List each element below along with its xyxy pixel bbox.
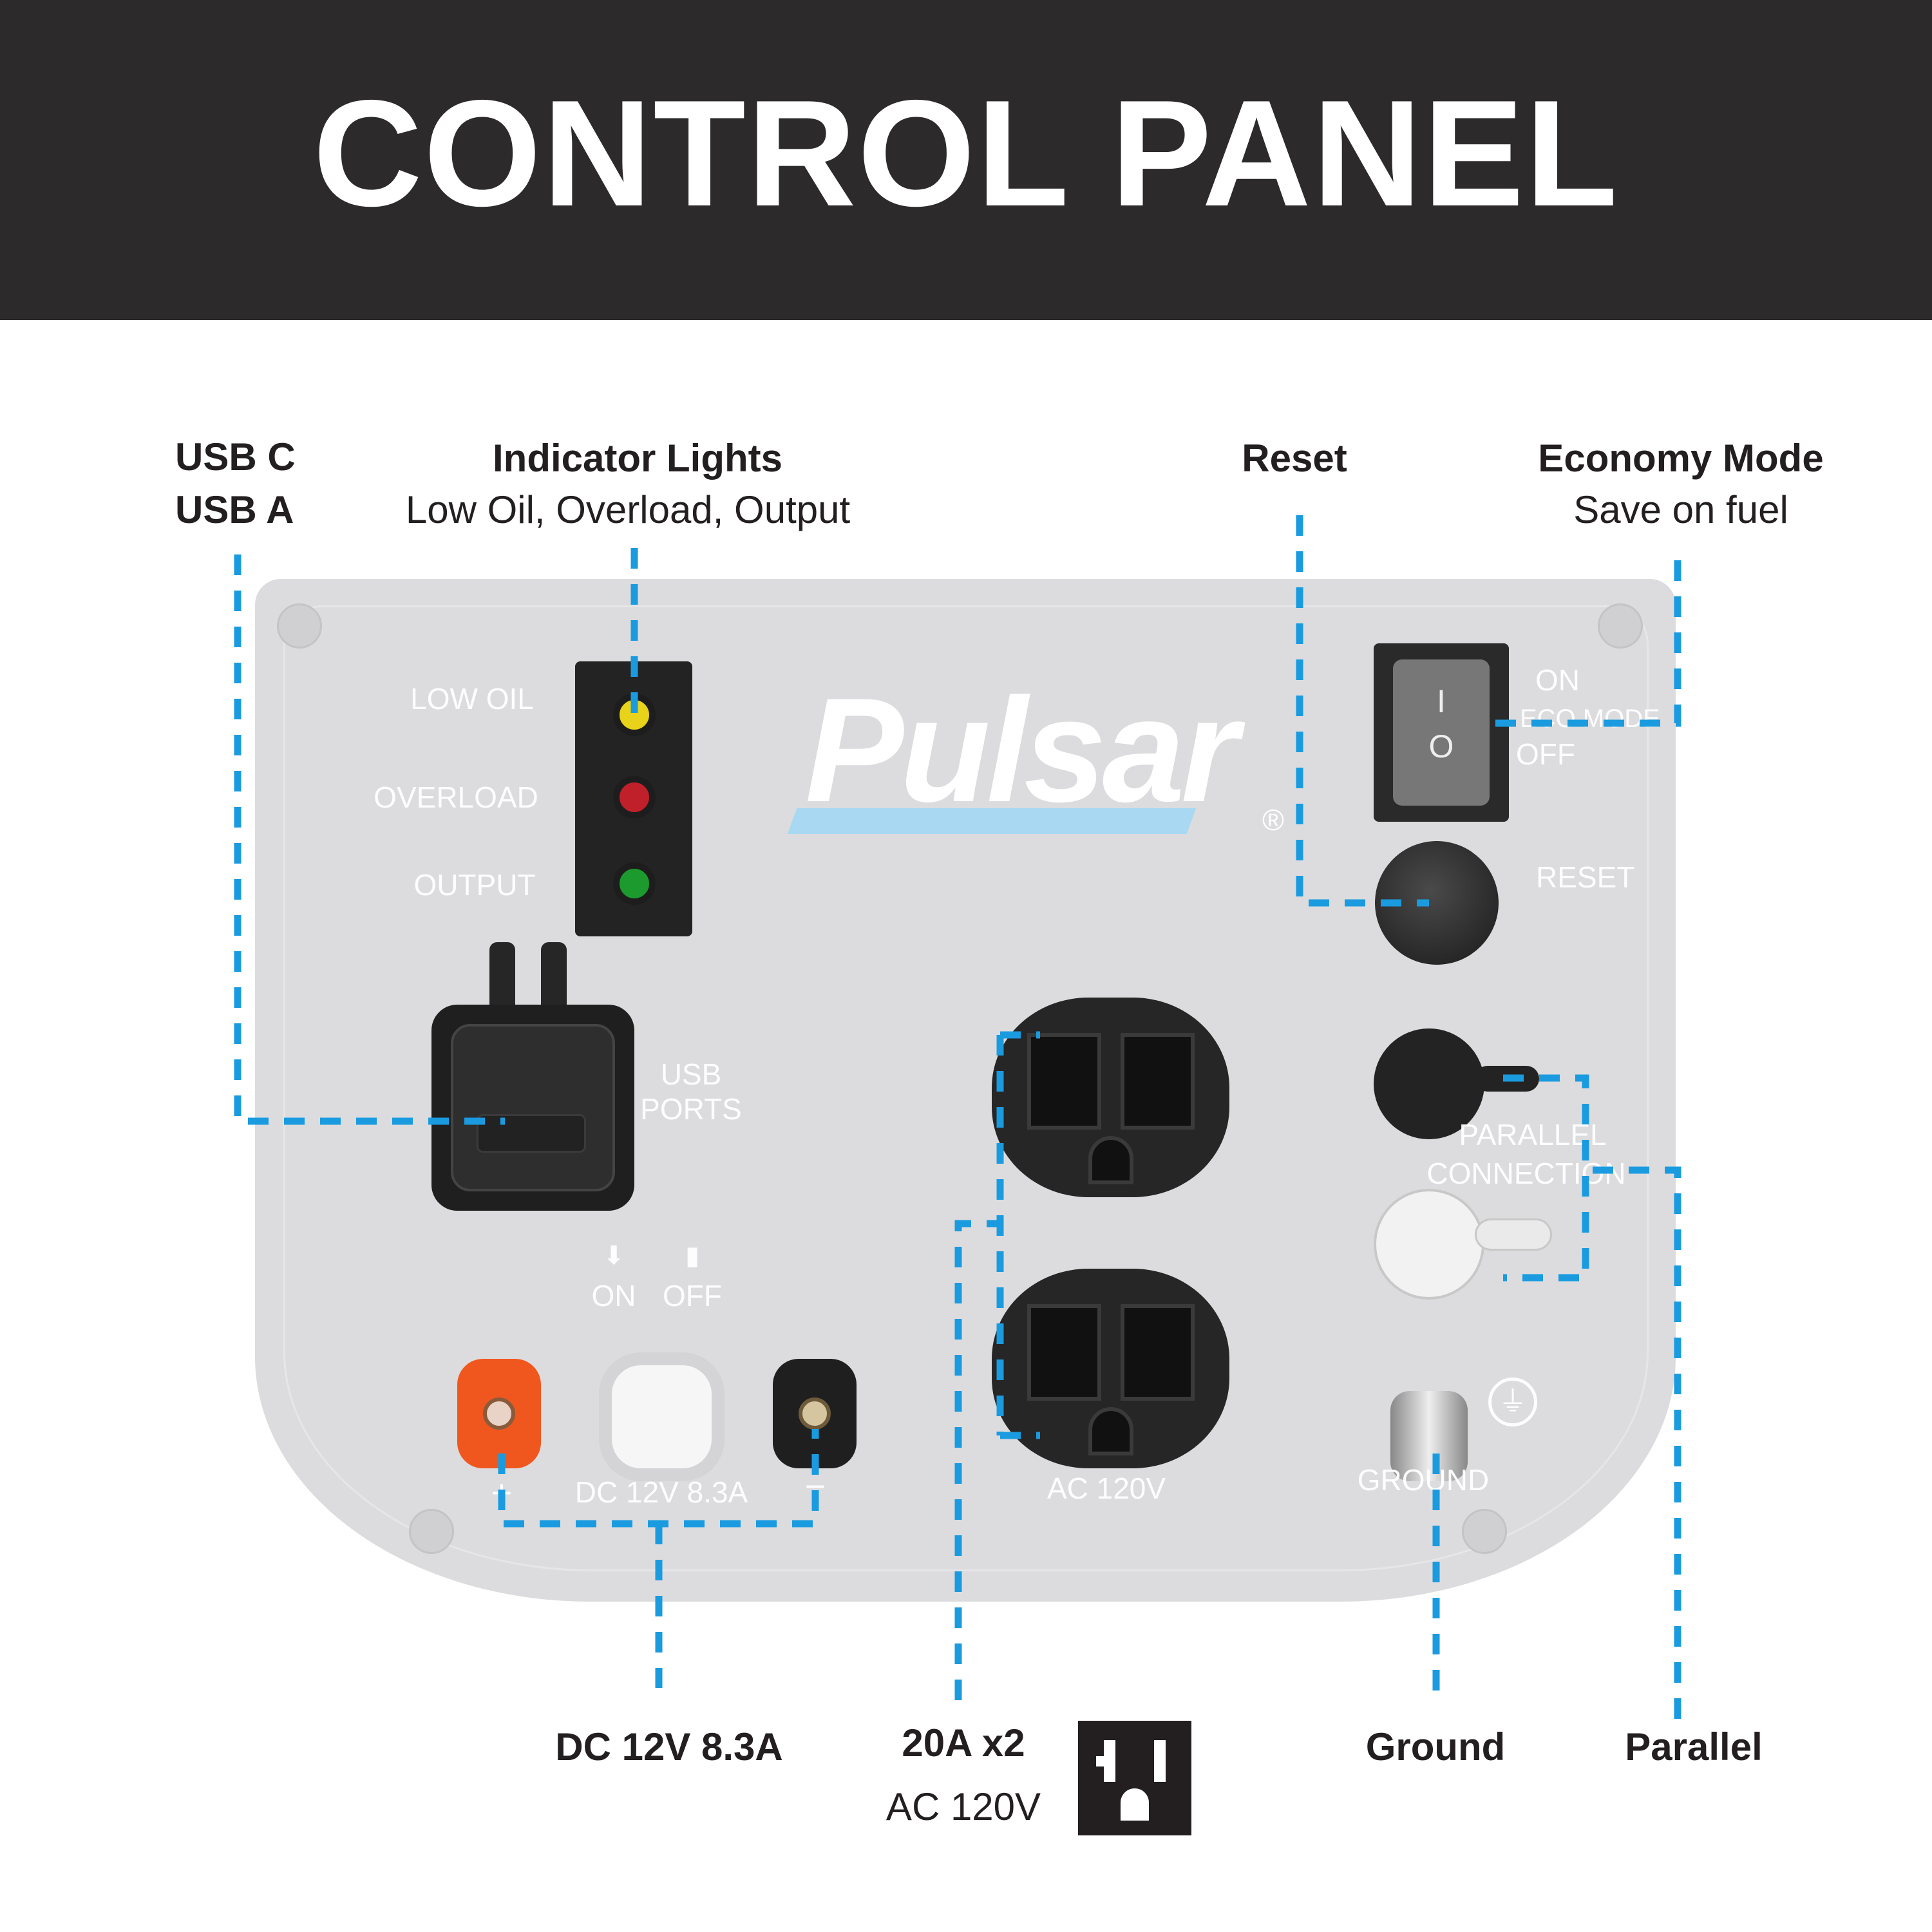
- usb-ports-cover[interactable]: [431, 1005, 634, 1211]
- breaker-on-icon: ⬇: [603, 1242, 625, 1270]
- ports-text: PORTS: [640, 1092, 742, 1126]
- dc-breaker-button[interactable]: [612, 1365, 712, 1468]
- parallel-cap-tether: [1475, 1218, 1552, 1251]
- reset-text: RESET: [1536, 860, 1635, 894]
- usb-text: USB: [660, 1057, 722, 1091]
- switch-o: O: [1428, 728, 1454, 764]
- registered-mark: ®: [1262, 803, 1284, 837]
- panel-inset: [283, 605, 1649, 1571]
- indicator-lights-sub: Low Oil, Overload, Output: [405, 488, 851, 531]
- screw-icon: [277, 603, 322, 649]
- parallel-text: PARALLEL: [1459, 1118, 1607, 1151]
- ac-callout-label: 20A x2: [902, 1721, 1025, 1765]
- page-title: CONTROL PANEL: [313, 68, 1619, 238]
- pulsar-logo: Pulsar: [805, 667, 1238, 833]
- switch-i: I: [1437, 683, 1446, 719]
- ac-panel-text: AC 120V: [1046, 1472, 1166, 1505]
- economy-mode-label: Economy Mode: [1538, 437, 1824, 480]
- ac-callout-sub: AC 120V: [886, 1785, 1041, 1828]
- output-led: [613, 862, 656, 905]
- reset-leader-line: [1296, 515, 1429, 907]
- parallel-cap-white[interactable]: [1374, 1189, 1484, 1300]
- ac-outlet-1[interactable]: [992, 998, 1229, 1197]
- parallel-cap-black[interactable]: [1374, 1028, 1484, 1139]
- output-text: OUTPUT: [413, 868, 536, 902]
- breaker-on-text: ON: [591, 1279, 636, 1312]
- screw-icon: [409, 1509, 454, 1554]
- indicator-lights-label: Indicator Lights: [493, 437, 782, 480]
- usb-a-label: USB A: [175, 488, 294, 531]
- economy-mode-sub: Save on fuel: [1573, 488, 1788, 531]
- dc-negative-terminal[interactable]: [773, 1359, 857, 1468]
- ground-symbol-icon: ⏚: [1488, 1378, 1537, 1426]
- eco-mode-switch[interactable]: I O: [1374, 643, 1509, 822]
- parallel-leader-line: [1503, 1074, 1681, 1719]
- parallel-callout-label: Parallel: [1625, 1725, 1763, 1768]
- dc-panel-text: DC 12V 8.3A: [574, 1475, 748, 1509]
- overload-text: OVERLOAD: [374, 781, 538, 814]
- switch-on-text: ON: [1535, 663, 1580, 697]
- breaker-off-icon: ▮: [685, 1242, 700, 1270]
- header-bar: [0, 0, 1932, 320]
- ground-panel-text: GROUND: [1357, 1463, 1490, 1497]
- overload-led: [613, 776, 656, 819]
- dc-positive-terminal[interactable]: [457, 1359, 541, 1468]
- ground-terminal[interactable]: [1390, 1391, 1468, 1481]
- breaker-off-text: OFF: [663, 1279, 722, 1312]
- outlet-plug-icon: [1078, 1721, 1191, 1835]
- switch-off-text: OFF: [1516, 737, 1575, 771]
- dc-callout-label: DC 12V 8.3A: [555, 1725, 783, 1768]
- usb-leader-line: [234, 554, 505, 1125]
- screw-icon: [1598, 603, 1643, 649]
- ac-leader-line: [954, 1031, 1040, 1700]
- switch-eco-text: ECO MODE: [1520, 705, 1660, 733]
- eco-leader-line: [1491, 560, 1681, 727]
- ground-callout-label: Ground: [1365, 1725, 1506, 1768]
- reset-label: Reset: [1242, 437, 1347, 480]
- screw-icon: [1462, 1509, 1507, 1554]
- usb-c-label: USB C: [175, 435, 296, 478]
- ac-outlet-2[interactable]: [992, 1269, 1229, 1468]
- dc-leader-line: [498, 1429, 819, 1688]
- low-oil-text: LOW OIL: [410, 682, 534, 715]
